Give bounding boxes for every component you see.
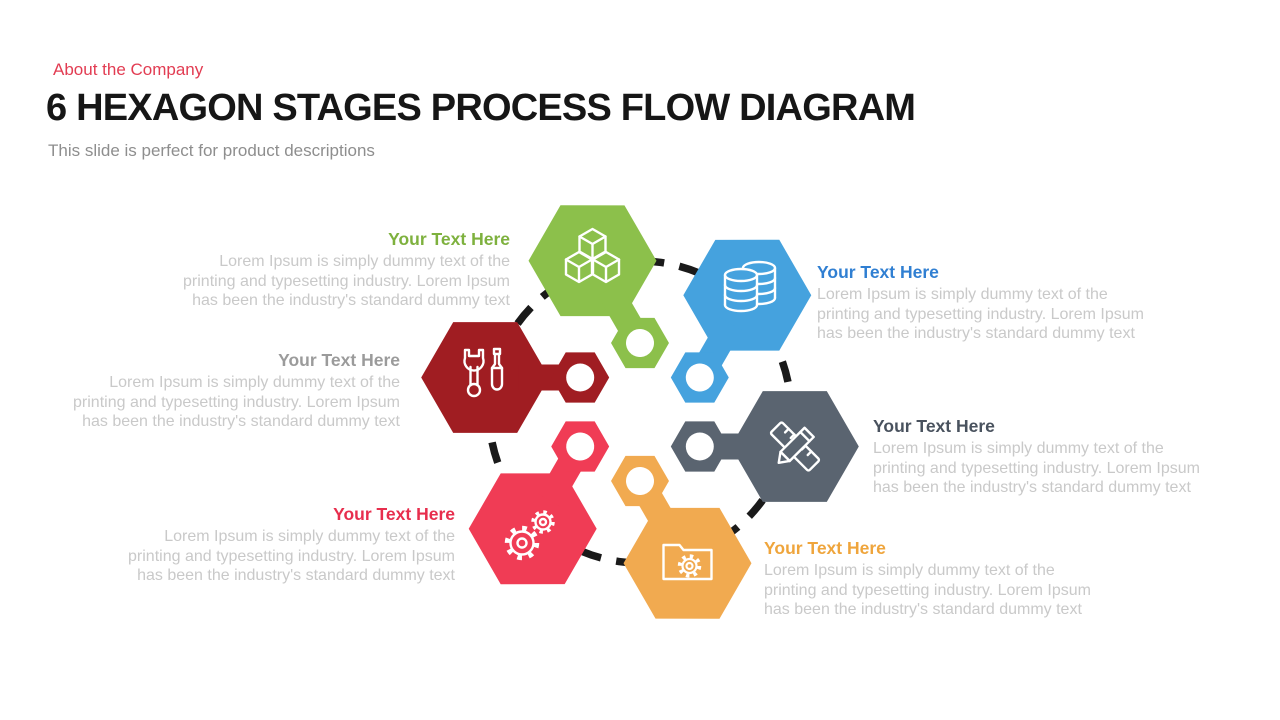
stage-body-line: has been the industry's standard dummy t… [873,479,1191,497]
stage-title: Your Text Here [764,538,886,558]
stage-body-line: Lorem Ipsum is simply dummy text of the [164,528,455,545]
page-subtitle: This slide is perfect for product descri… [48,141,375,160]
stage-text-top-left: Your Text Here Lorem Ipsum is simply dum… [140,229,510,311]
stage-title: Your Text Here [333,504,455,524]
stage-body-line: Lorem Ipsum is simply dummy text of the [817,286,1108,303]
stage-body-line: printing and typesetting industry. Lorem… [73,393,400,411]
stage-text-middle-left: Your Text Here Lorem Ipsum is simply dum… [30,350,400,432]
stage-body-line: printing and typesetting industry. Lorem… [128,547,455,565]
hexagon-stage-middle-right [670,391,859,502]
page-title: 6 HEXAGON STAGES PROCESS FLOW DIAGRAM [46,87,916,129]
stage-body-line: printing and typesetting industry. Lorem… [183,272,510,290]
stage-title: Your Text Here [817,262,939,282]
hexagon-stage-top-left [512,177,703,396]
stage-body-line: printing and typesetting industry. Lorem… [764,581,1091,599]
stage-body-line: has been the industry's standard dummy t… [82,413,400,431]
eyebrow-label: About the Company [53,60,204,79]
stage-text-bottom-left: Your Text Here Lorem Ipsum is simply dum… [85,504,455,586]
stage-text-top-right: Your Text Here Lorem Ipsum is simply dum… [817,262,1237,344]
database-icon [723,260,777,313]
stage-text-middle-right: Your Text Here Lorem Ipsum is simply dum… [873,416,1280,498]
stage-body-line: Lorem Ipsum is simply dummy text of the [873,440,1164,457]
pencil-ruler-icon [769,421,821,472]
stage-title: Your Text Here [278,350,400,370]
stage-body-line: printing and typesetting industry. Lorem… [873,459,1200,477]
folder-gear-icon [662,543,713,581]
stage-text-bottom-right: Your Text Here Lorem Ipsum is simply dum… [764,538,1184,620]
stage-title: Your Text Here [388,229,510,249]
stage-body-line: has been the industry's standard dummy t… [817,325,1135,343]
hexagon-stage-middle-left [421,322,610,433]
tools-icon [463,347,504,398]
cubes-icon [564,227,621,284]
stage-body-line: has been the industry's standard dummy t… [192,292,510,310]
stage-body-line: has been the industry's standard dummy t… [137,567,455,585]
hexagon-stage-bottom-right [577,428,768,647]
stage-body-line: printing and typesetting industry. Lorem… [817,305,1144,323]
stage-body-line: has been the industry's standard dummy t… [764,601,1082,619]
stage-body-line: Lorem Ipsum is simply dummy text of the [109,374,400,391]
stage-title: Your Text Here [873,416,995,436]
stage-body-line: Lorem Ipsum is simply dummy text of the [764,562,1055,579]
gears-icon [504,510,555,561]
stage-body-line: Lorem Ipsum is simply dummy text of the [219,253,510,270]
